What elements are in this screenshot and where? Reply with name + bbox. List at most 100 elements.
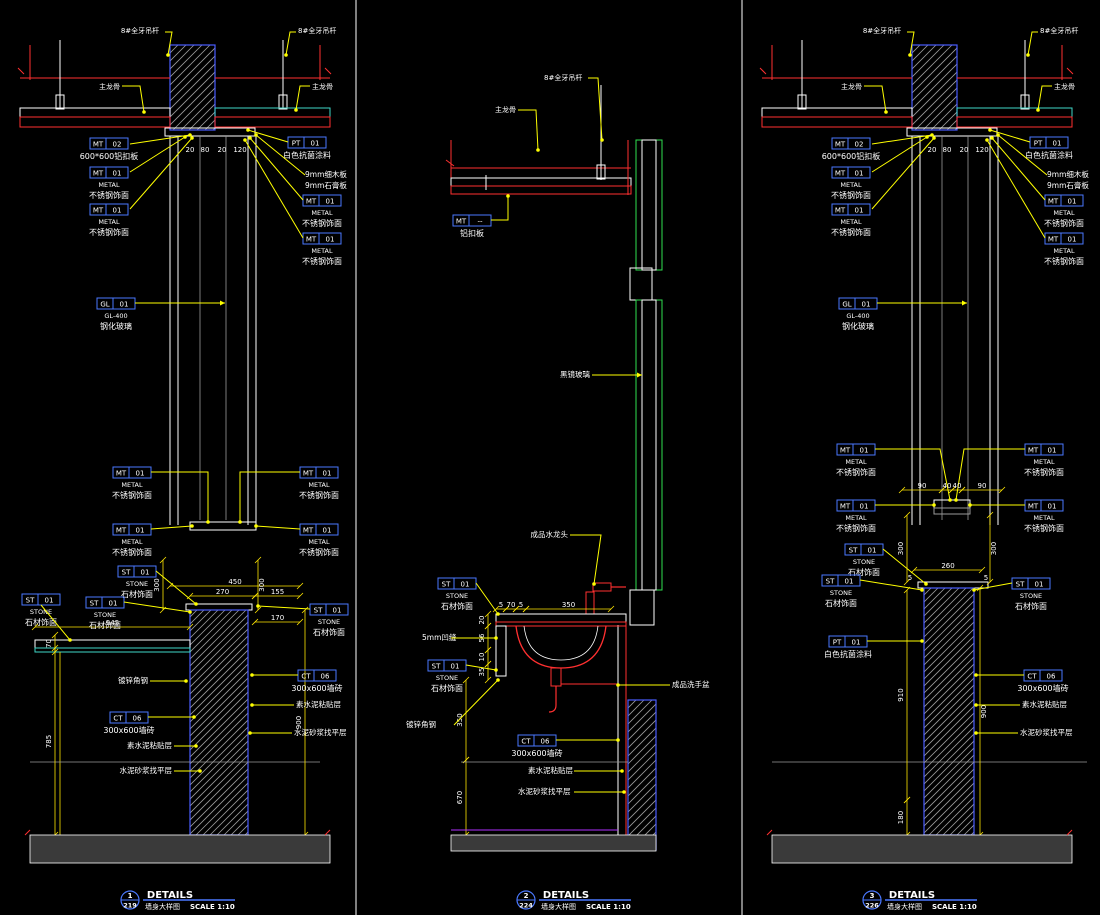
leader-dot bbox=[496, 678, 500, 682]
tag-number: 01 bbox=[326, 198, 335, 206]
tag-number: 01 bbox=[333, 607, 342, 615]
leader-dot bbox=[932, 136, 936, 140]
callout-text: 成品水龙头 bbox=[531, 529, 569, 539]
material-description: 300x600墙砖 bbox=[511, 748, 562, 758]
ceiling-keel bbox=[761, 107, 913, 118]
dimension: 900 bbox=[976, 584, 988, 839]
material-code-word: STONE bbox=[446, 592, 468, 600]
material-code-word: STONE bbox=[94, 611, 116, 619]
leader-line bbox=[257, 605, 311, 610]
leader-dot bbox=[183, 135, 187, 139]
tag-box bbox=[1044, 232, 1084, 245]
material-code-word: METAL bbox=[1053, 209, 1075, 217]
tag-code: MT bbox=[116, 470, 127, 478]
dimension: 155 bbox=[251, 588, 304, 600]
material-code-word: METAL bbox=[308, 538, 330, 546]
tag-box bbox=[89, 203, 129, 216]
tag-number: 01 bbox=[109, 600, 118, 608]
dimension-value: 90 bbox=[978, 482, 987, 490]
ledge-trim bbox=[34, 647, 191, 653]
leader-line bbox=[864, 85, 887, 113]
leader-line bbox=[991, 137, 1046, 201]
leader-line bbox=[518, 109, 539, 151]
dimension-value: 20 bbox=[478, 616, 486, 625]
callout-text: 8#全牙吊杆 bbox=[544, 73, 582, 82]
leader-dot bbox=[248, 731, 252, 735]
material-description: 石材饰面 bbox=[89, 620, 121, 630]
tag-number: 01 bbox=[1053, 140, 1062, 148]
tag-number: 06 bbox=[541, 738, 550, 746]
dimension-value: 545 bbox=[106, 619, 119, 627]
leader-line bbox=[129, 136, 186, 173]
top-frame bbox=[164, 127, 256, 137]
tag-box bbox=[1044, 194, 1084, 207]
material-description: 石材饰面 bbox=[313, 627, 345, 637]
dimension-value: 5 bbox=[499, 601, 503, 609]
leader-dot bbox=[188, 133, 192, 137]
material-code-word: METAL bbox=[845, 458, 867, 466]
counter-edge bbox=[495, 625, 507, 677]
material-description: 白色抗菌涂料 bbox=[1025, 150, 1073, 160]
dimension: 260 bbox=[910, 562, 986, 574]
detail-number: 2 bbox=[524, 892, 529, 900]
tag-number: 01 bbox=[113, 170, 122, 178]
counter-finish bbox=[495, 621, 627, 627]
tag-number: 01 bbox=[136, 527, 145, 535]
leader-dot bbox=[616, 683, 620, 687]
tag-code: MT bbox=[835, 170, 846, 178]
tag-number: 06 bbox=[321, 673, 330, 681]
leader-dot bbox=[908, 53, 912, 57]
leader-dot bbox=[954, 498, 958, 502]
material-description: 不锈钢饰面 bbox=[89, 190, 129, 200]
glass-clamp bbox=[189, 521, 257, 531]
tag-code: MT bbox=[303, 470, 314, 478]
leader-line bbox=[989, 129, 1031, 143]
material-code-word: STONE bbox=[318, 618, 340, 626]
callout-text: 8#全牙吊杆 bbox=[121, 26, 159, 35]
material-code-word: METAL bbox=[1053, 247, 1075, 255]
tag-box bbox=[831, 137, 871, 150]
mirror-frame bbox=[635, 299, 663, 591]
material-code-word: METAL bbox=[840, 181, 862, 189]
material-description: 不锈钢饰面 bbox=[836, 467, 876, 477]
material-description: 钢化玻璃 bbox=[100, 321, 132, 331]
dimension-value: 910 bbox=[897, 688, 905, 701]
tag-code: MT bbox=[306, 236, 317, 244]
tag-number: 01 bbox=[136, 470, 145, 478]
callout-text: 素水泥粘贴层 bbox=[1022, 699, 1067, 709]
sheet-number: 219 bbox=[123, 902, 137, 910]
leader-line bbox=[40, 604, 71, 641]
leader-dot bbox=[496, 612, 500, 616]
leader-line bbox=[1037, 85, 1052, 111]
leader-dot bbox=[622, 790, 626, 794]
title-label: DETAILS bbox=[543, 890, 589, 901]
material-description: 不锈钢饰面 bbox=[302, 218, 342, 228]
hanger-clip bbox=[596, 164, 606, 180]
tag-code: ST bbox=[314, 607, 323, 615]
leader-dot bbox=[884, 110, 888, 114]
tag-number: 01 bbox=[113, 207, 122, 215]
tag-number: 01 bbox=[311, 140, 320, 148]
tag-box bbox=[112, 523, 152, 536]
